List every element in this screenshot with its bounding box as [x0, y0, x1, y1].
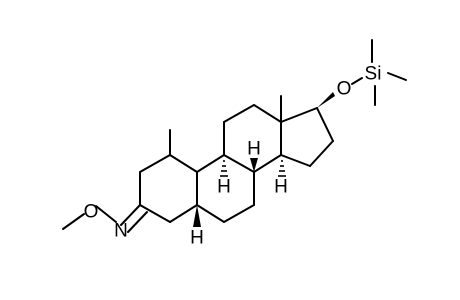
silyl-ether-group [317, 39, 407, 108]
ring-a [139, 154, 198, 223]
bond [351, 77, 363, 85]
bond [120, 204, 141, 226]
bond [253, 104, 282, 123]
bond [127, 211, 148, 233]
bond [309, 140, 334, 167]
atom-o-oxime: O [84, 202, 99, 223]
bond [223, 154, 255, 173]
ring-d [280, 107, 334, 167]
ring-b [196, 154, 255, 223]
atom-h-c14: H [274, 177, 288, 198]
stereo-h-c14 [278, 160, 286, 177]
atom-h-c9: H [217, 177, 231, 198]
atom-o-silyl: O [337, 79, 352, 100]
bond [196, 154, 225, 173]
bond-wedge [317, 92, 335, 108]
stereo-h-c5-wedge [193, 205, 201, 227]
bond [223, 204, 255, 223]
bond [95, 205, 117, 223]
bond [62, 213, 85, 230]
bond [253, 154, 282, 173]
stereo-h-c9 [220, 160, 228, 177]
bond [139, 154, 171, 173]
bond [196, 204, 225, 223]
atom-h-c5: H [190, 228, 204, 249]
atom-n: N [114, 221, 128, 242]
bond [280, 107, 318, 123]
ring-c [223, 104, 282, 173]
bond [169, 154, 198, 173]
oxime-group [62, 204, 148, 233]
bond [139, 204, 171, 223]
atom-si: Si [365, 64, 382, 85]
bond [316, 107, 334, 142]
bond [387, 72, 407, 81]
stereo-h-c8-wedge [250, 158, 258, 172]
bond [280, 154, 311, 167]
atom-h-c8: H [247, 139, 261, 160]
bond [169, 204, 198, 223]
bond [223, 104, 255, 123]
